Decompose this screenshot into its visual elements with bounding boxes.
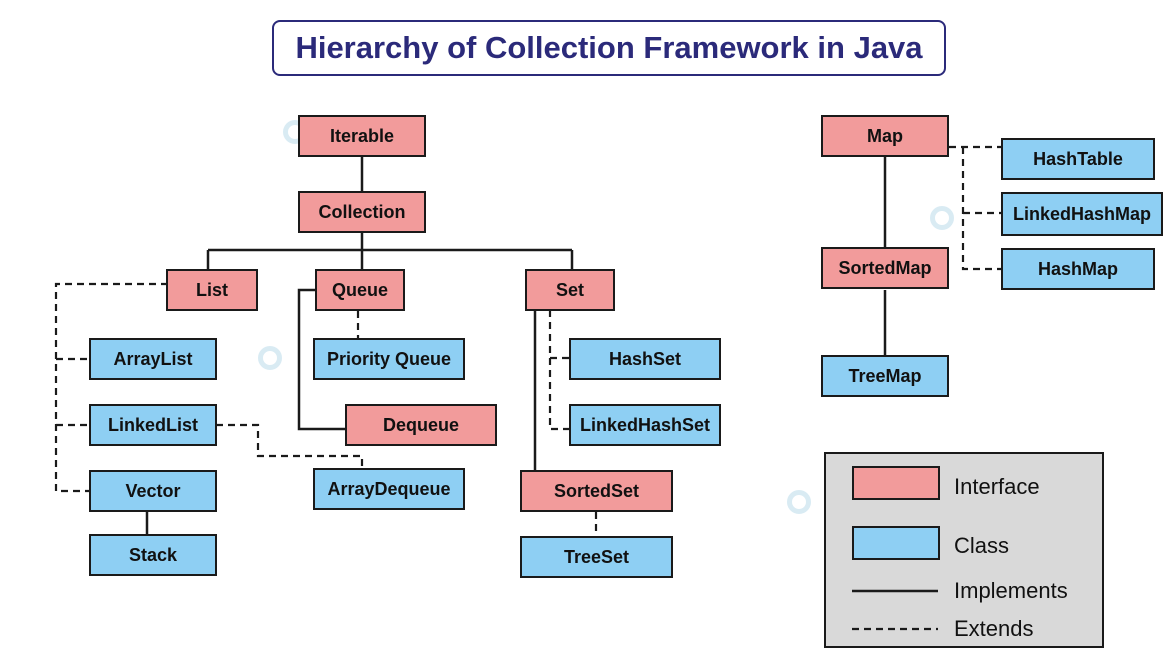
legend-interface-label: Interface [954, 474, 1040, 499]
dash-linkedlist-arraydequeue [216, 423, 364, 469]
node-vector: Vector [89, 470, 217, 512]
watermark-logo [258, 346, 285, 370]
diagram-title: Hierarchy of Collection Framework in Jav… [272, 20, 946, 76]
node-iterable: Iterable [298, 115, 426, 157]
node-arraylist: ArrayList [89, 338, 217, 380]
dash-map-trunk [961, 147, 1002, 271]
node-hashmap: HashMap [1001, 248, 1155, 290]
legend-dashed-line [852, 627, 938, 631]
dash-set-classes [548, 310, 570, 431]
node-map: Map [821, 115, 949, 157]
node-treeset: TreeSet [520, 536, 673, 578]
watermark-logo [787, 490, 814, 514]
watermark-logo [930, 206, 957, 230]
node-queue: Queue [315, 269, 405, 311]
node-hashtable: HashTable [1001, 138, 1155, 180]
node-stack: Stack [89, 534, 217, 576]
legend-solid-line [852, 589, 938, 593]
node-sortedset: SortedSet [520, 470, 673, 512]
node-hashset: HashSet [569, 338, 721, 380]
legend-extends-label: Extends [954, 616, 1034, 641]
legend-implements-label: Implements [954, 578, 1068, 603]
node-set: Set [525, 269, 615, 311]
node-list: List [166, 269, 258, 311]
legend-class-swatch [852, 526, 940, 560]
node-linkedhashmap: LinkedHashMap [1001, 192, 1163, 236]
line-queue-dequeue [297, 288, 346, 431]
dash-list-classes [54, 282, 168, 493]
node-dequeue: Dequeue [345, 404, 497, 446]
node-arraydequeue: ArrayDequeue [313, 468, 465, 510]
node-treemap: TreeMap [821, 355, 949, 397]
legend-class-label: Class [954, 533, 1010, 558]
node-sortedmap: SortedMap [821, 247, 949, 289]
node-linkedhashset: LinkedHashSet [569, 404, 721, 446]
node-collection: Collection [298, 191, 426, 233]
legend-interface-swatch [852, 466, 940, 500]
node-priority-queue: Priority Queue [313, 338, 465, 380]
node-linkedlist: LinkedList [89, 404, 217, 446]
legend: Interface Class Implements Extends [824, 452, 1104, 648]
